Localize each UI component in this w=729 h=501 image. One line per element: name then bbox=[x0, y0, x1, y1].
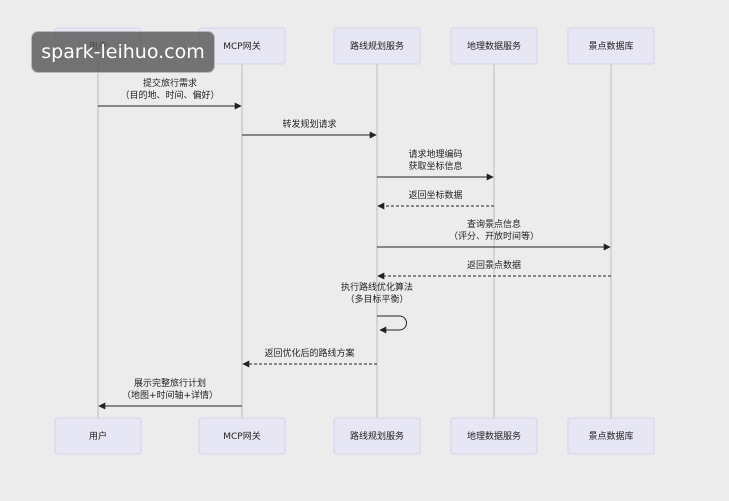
message-label-6-line-1: 返回景点数据 bbox=[467, 259, 521, 271]
message-label-2-line-1: 转发规划请求 bbox=[282, 118, 336, 130]
message-label-5-line-1: 查询景点信息 bbox=[467, 218, 521, 230]
participant-label-geo-bottom: 地理数据服务 bbox=[467, 430, 521, 442]
message-label-7-line-1: 执行路线优化算法 bbox=[341, 281, 413, 293]
message-arrow-7 bbox=[377, 315, 407, 334]
message-label-3-line-1: 请求地理编码 bbox=[408, 148, 462, 160]
participant-box-gateway-bottom bbox=[198, 417, 286, 455]
participant-label-gateway-bottom: MCP网关 bbox=[223, 430, 260, 442]
participant-label-poi-bottom: 景点数据库 bbox=[588, 430, 633, 442]
participant-label-geo-top: 地理数据服务 bbox=[467, 40, 521, 52]
message-label-7-line-2: （多目标平衡） bbox=[345, 293, 408, 305]
message-label-5-line-2: （评分、开放时间等） bbox=[449, 230, 539, 242]
message-label-1-line-2: （目的地、时间、偏好） bbox=[120, 89, 219, 101]
participant-box-poi-bottom bbox=[567, 417, 655, 455]
message-label-9-line-2: （地图+时间轴+详情） bbox=[122, 389, 218, 401]
participant-label-poi-top: 景点数据库 bbox=[588, 40, 633, 52]
message-label-8-line-1: 返回优化后的路线方案 bbox=[264, 347, 354, 359]
message-label-9-line-1: 展示完整旅行计划 bbox=[134, 377, 206, 389]
participant-label-route-top: 路线规划服务 bbox=[350, 40, 404, 52]
watermark-badge: spark-leihuo.com bbox=[31, 31, 215, 73]
participant-label-user-bottom: 用户 bbox=[89, 430, 107, 442]
participant-box-geo-top bbox=[450, 27, 538, 65]
participant-label-route-bottom: 路线规划服务 bbox=[350, 430, 404, 442]
message-label-1-line-1: 提交旅行需求 bbox=[143, 77, 197, 89]
participant-box-poi-top bbox=[567, 27, 655, 65]
participant-box-geo-bottom bbox=[450, 417, 538, 455]
participant-box-route-bottom bbox=[333, 417, 421, 455]
participant-box-user-bottom bbox=[54, 417, 142, 455]
participant-label-gateway-top: MCP网关 bbox=[223, 40, 260, 52]
message-label-3-line-2: 获取坐标信息 bbox=[408, 160, 462, 172]
participant-box-route-top bbox=[333, 27, 421, 65]
message-label-4-line-1: 返回坐标数据 bbox=[408, 189, 462, 201]
